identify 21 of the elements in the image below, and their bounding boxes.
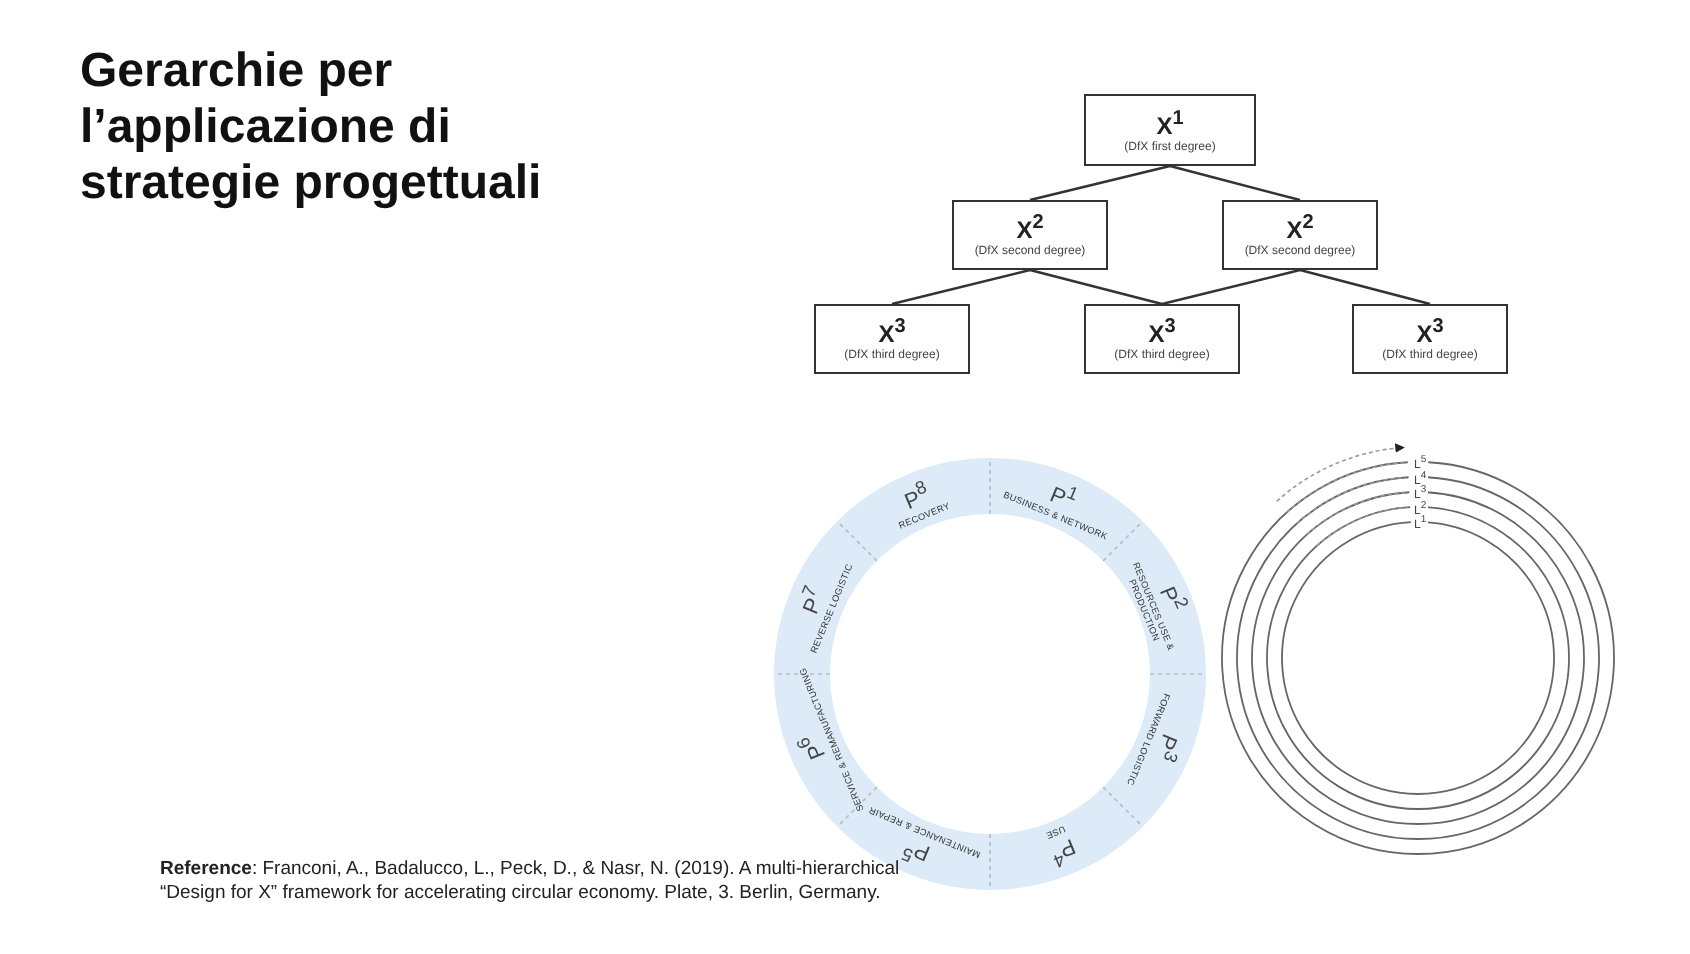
connector-line xyxy=(1299,268,1431,306)
level-symbol: X$^{2}$ xyxy=(1286,210,1314,244)
connector-line xyxy=(1029,268,1163,306)
level-symbol: X$^{3}$ xyxy=(878,314,906,348)
connector-line xyxy=(1169,164,1301,202)
hierarchy-box xyxy=(952,200,1108,270)
connector-line xyxy=(891,268,1031,306)
hierarchy-box xyxy=(814,304,970,374)
hierarchy-box xyxy=(1222,200,1378,270)
phase-symbol: P$^{1}$ xyxy=(1046,480,1082,512)
level-symbol: X$^{1}$ xyxy=(1156,105,1184,139)
level-symbol: X$^{3}$ xyxy=(1416,314,1444,348)
hierarchy-box xyxy=(1352,304,1508,374)
level-symbol: X$^{2}$ xyxy=(1016,210,1044,244)
level-symbol: X$^{3}$ xyxy=(1148,314,1176,348)
slide-title: Gerarchie per l’applicazione di strategie progettuali xyxy=(80,44,544,212)
hierarchy-box xyxy=(1084,94,1256,166)
hierarchy-box xyxy=(1084,304,1240,374)
connector-line xyxy=(1029,164,1171,202)
reference-note: Reference: Franconi, A., Badalucco, L., Peck, D., & Nasr, N. (2019). A multi-hierarchical “Design for X” framework for accelerating circular economy. Plate, 3. Berlin, Germany. xyxy=(160,858,901,906)
connector-line xyxy=(1161,268,1301,306)
